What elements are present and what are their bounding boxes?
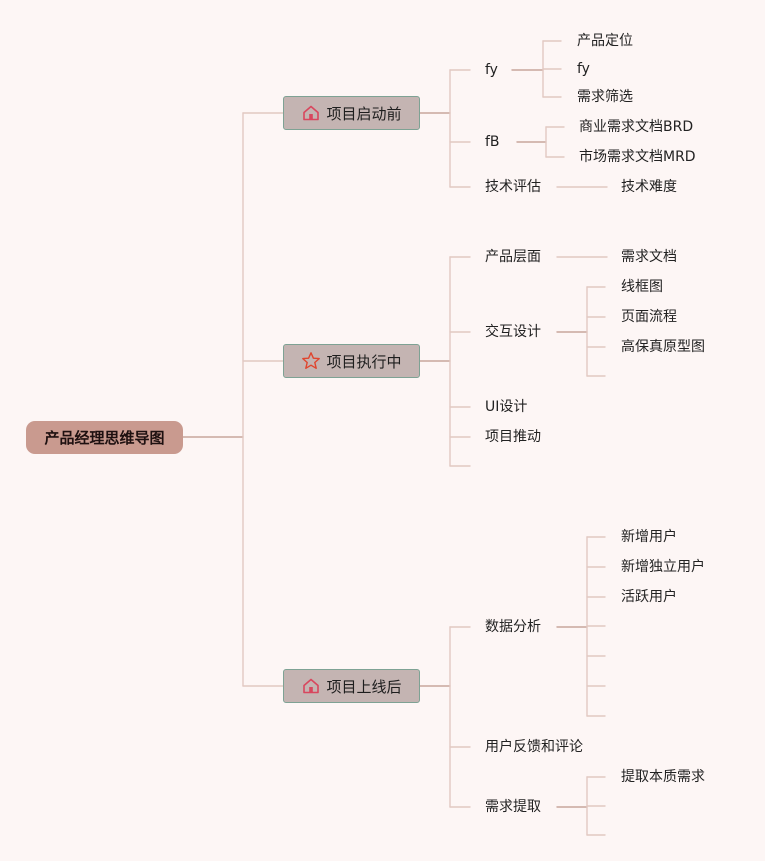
home-icon	[301, 103, 321, 123]
grandchild-node[interactable]: 活跃用户	[621, 589, 677, 605]
root-node[interactable]: 产品经理思维导图	[26, 421, 183, 454]
home-icon	[301, 676, 321, 696]
child-node[interactable]: 数据分析	[485, 619, 541, 635]
grandchild-node[interactable]: 新增用户	[621, 529, 677, 545]
child-node[interactable]: 需求提取	[485, 799, 541, 815]
grandchild-node[interactable]: 线框图	[621, 279, 663, 295]
branch-node[interactable]: 项目执行中	[283, 344, 420, 378]
grandchild-node[interactable]: 提取本质需求	[621, 769, 705, 785]
grandchild-node[interactable]: 产品定位	[577, 33, 633, 49]
branch-label: 项目启动前	[326, 104, 402, 123]
child-node[interactable]: 交互设计	[485, 324, 541, 340]
child-node[interactable]: fy	[485, 62, 498, 78]
grandchild-node[interactable]: 需求筛选	[577, 89, 633, 105]
branch-label: 项目上线后	[326, 677, 402, 696]
child-node[interactable]: 技术评估	[485, 179, 541, 195]
grandchild-node[interactable]: 页面流程	[621, 309, 677, 325]
branch-node[interactable]: 项目启动前	[283, 96, 420, 130]
grandchild-node[interactable]: 商业需求文档BRD	[579, 119, 694, 135]
branch-label: 项目执行中	[326, 352, 402, 371]
child-node[interactable]: 用户反馈和评论	[485, 739, 583, 755]
grandchild-node[interactable]: 新增独立用户	[621, 559, 705, 575]
branch-node[interactable]: 项目上线后	[283, 669, 420, 703]
child-node[interactable]: fB	[485, 134, 500, 150]
child-node[interactable]: 项目推动	[485, 429, 541, 445]
grandchild-node[interactable]: 技术难度	[621, 179, 677, 195]
grandchild-node[interactable]: 市场需求文档MRD	[579, 149, 696, 165]
child-node[interactable]: 产品层面	[485, 249, 541, 265]
child-node[interactable]: UI设计	[485, 399, 528, 415]
grandchild-node[interactable]: 需求文档	[621, 249, 677, 265]
grandchild-node[interactable]: fy	[577, 61, 590, 77]
grandchild-node[interactable]: 高保真原型图	[621, 339, 705, 355]
star-icon	[301, 351, 321, 371]
